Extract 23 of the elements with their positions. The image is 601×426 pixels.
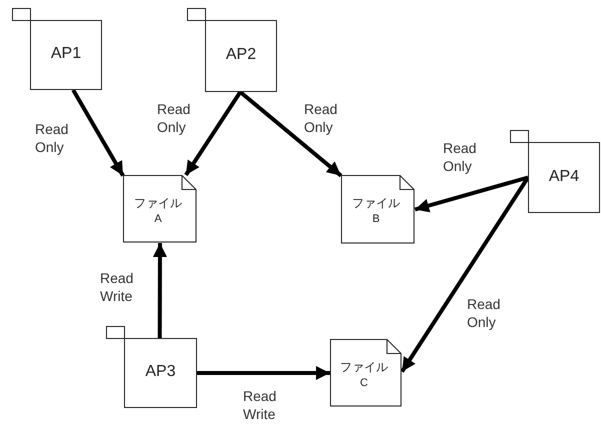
application-box — [12, 8, 102, 90]
arrow — [152, 243, 167, 338]
document-shape — [341, 175, 415, 244]
app-label: AP1 — [50, 45, 82, 63]
application-box — [106, 326, 197, 408]
arrow — [184, 90, 242, 176]
arrow — [71, 89, 125, 177]
file-label: ファイル — [339, 359, 389, 376]
application-box — [510, 130, 600, 213]
file-letter: B — [371, 213, 381, 225]
document-shape — [123, 175, 197, 243]
document-shape — [330, 339, 402, 407]
file-label: ファイル — [351, 195, 401, 212]
app-label: AP3 — [144, 363, 177, 381]
app-label: AP2 — [224, 46, 258, 64]
file-letter: C — [359, 377, 369, 389]
app-label: AP4 — [548, 168, 580, 186]
arrow — [414, 176, 529, 212]
arrow — [239, 90, 342, 178]
file-letter: A — [153, 213, 163, 225]
application-box — [187, 8, 277, 92]
file-label: ファイル — [133, 195, 183, 212]
arrow — [197, 366, 330, 380]
